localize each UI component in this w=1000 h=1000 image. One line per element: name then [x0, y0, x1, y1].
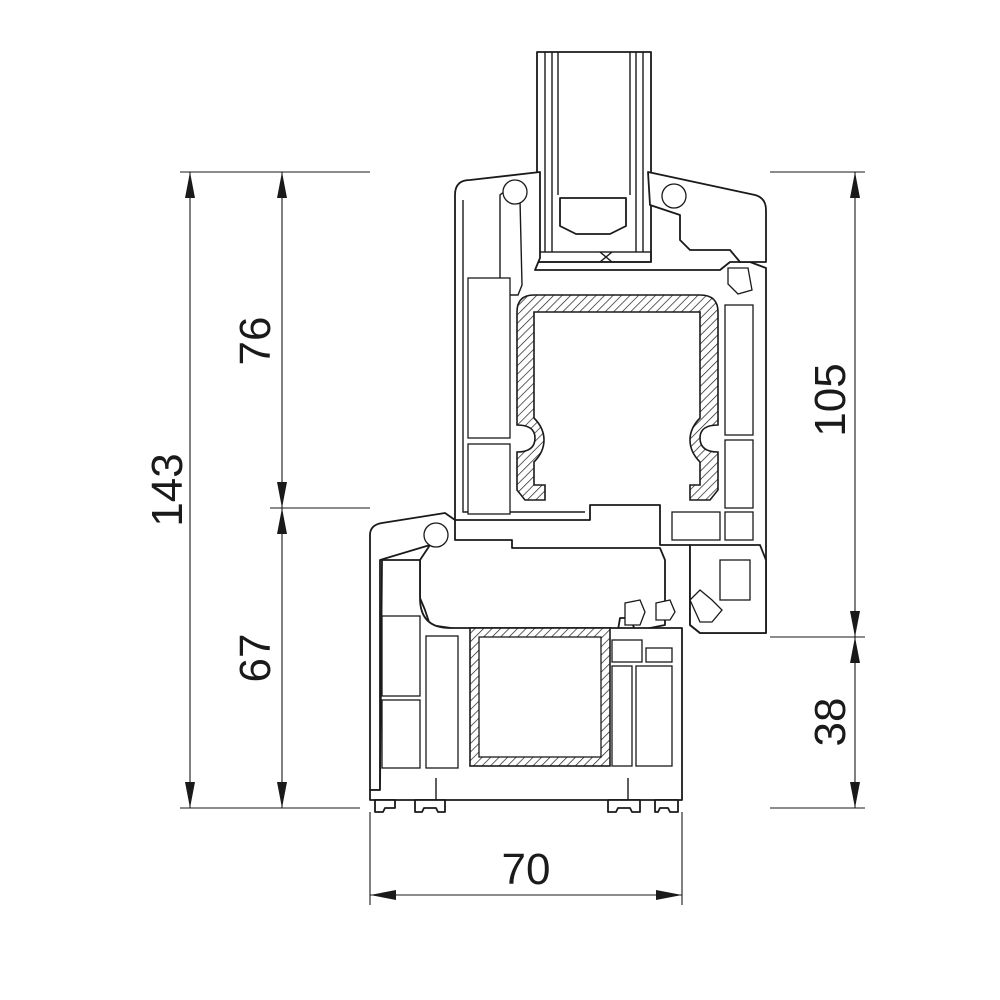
- frame-steel-reinforcement: [469, 627, 611, 767]
- dimension-label-67: 67: [231, 634, 280, 683]
- dimension-frame-height-right: 38: [806, 637, 860, 808]
- glass-unit: [536, 51, 652, 263]
- dimension-depth: 70: [370, 845, 682, 900]
- dimension-total-height: 143: [143, 172, 195, 808]
- dimension-label-105: 105: [806, 363, 855, 436]
- extension-lines: [180, 171, 865, 905]
- dimension-label-143: 143: [143, 453, 192, 526]
- dimension-visible-height: 105: [806, 172, 860, 637]
- frame-feet: [374, 778, 679, 813]
- sash-chambers: [467, 277, 754, 541]
- sash-steel-reinforcement: [516, 294, 719, 501]
- dimension-label-76: 76: [231, 317, 280, 366]
- frame-chambers: [381, 559, 751, 769]
- dimension-label-70: 70: [502, 845, 551, 894]
- dimension-label-38: 38: [806, 698, 855, 747]
- dimension-sash-height: 76: [231, 172, 287, 508]
- dimension-frame-height-left: 67: [231, 508, 287, 808]
